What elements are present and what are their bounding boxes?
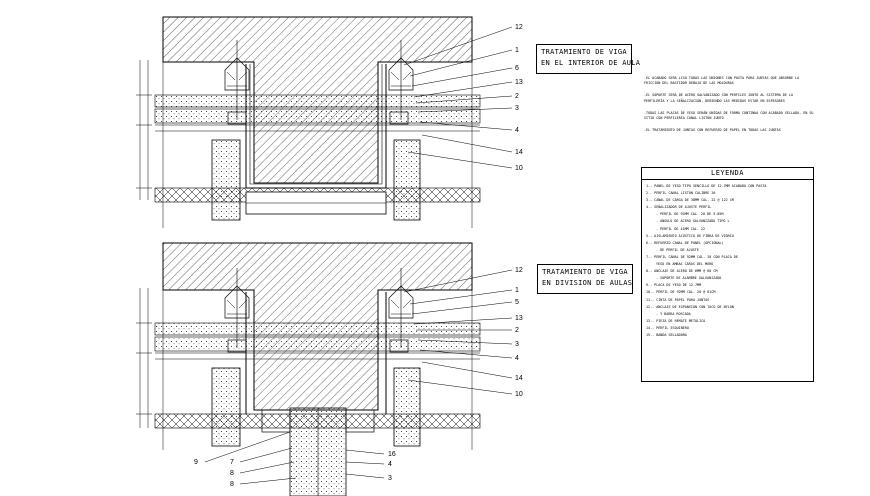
bottom-callout: 16	[388, 451, 396, 458]
legend-item: 5.- AISLAMIENTO ACÚSTICO DE FIBRA DE VID…	[646, 233, 734, 238]
top-title-line1: TRATAMIENTO DE VIGA	[541, 48, 627, 56]
top-callout: 4	[515, 127, 519, 134]
top-hanger-right	[388, 40, 414, 125]
bottom-callout: 13	[515, 315, 523, 322]
bottom-wall-right	[393, 367, 421, 447]
legend-item: 1.- PANEL DE YESO TIPO SENCILLO DE 12.7M…	[646, 184, 767, 188]
top-callout: 1	[515, 47, 519, 54]
legend-item: - Y BARRA ROSCADA	[656, 311, 691, 316]
legend-item: 12.- ANCLAJE DE EXPANSIÓN CON TACO DE NY…	[646, 304, 734, 309]
top-callout: 10	[515, 165, 523, 172]
legend-item: 4.- SEÑALIZADOR DE AJUSTE PERFIL	[646, 205, 712, 210]
bottom-callout: 8	[230, 470, 234, 477]
bottom-callout: 1	[515, 287, 519, 294]
note-item: -EL ACABADO SERÁ LISO TODAS LAS UNIONES …	[644, 76, 800, 86]
top-callout: 2	[515, 93, 519, 100]
legend-item: - PERFIL DE 92MM CAL. 20 DE 3.05M	[656, 212, 724, 217]
bottom-hanger-left	[224, 268, 250, 353]
top-ceiling-layer	[154, 94, 481, 108]
top-title-line2: EN EL INTERIOR DE AULA	[541, 59, 641, 67]
top-hanger-left	[224, 40, 250, 125]
top-callout: 12	[515, 24, 523, 31]
top-detail-title: TRATAMIENTO DE VIGA EN EL INTERIOR DE AU…	[536, 44, 641, 74]
top-wall-left	[211, 139, 241, 221]
top-callout: 3	[515, 105, 519, 112]
legend-item: 13.- PIEZA DE REMATE METÁLICA	[646, 318, 706, 323]
legend-item: - DE PERFIL DE AJUSTE	[656, 247, 699, 252]
top-callout: 6	[515, 65, 519, 72]
bottom-detail-title: TRATAMIENTO DE VIGA EN DIVISION DE AULAS	[537, 264, 633, 294]
top-section: 12 1 6 13 2 3 4 14 10	[136, 16, 523, 228]
bottom-leader-lines	[204, 269, 513, 485]
bottom-callout: 2	[515, 327, 519, 334]
legend-item: 7.- PERFIL CANAL DE 92MM CAL. 20 CON PLA…	[646, 254, 738, 259]
bottom-callout: 5	[515, 299, 519, 306]
legend-item: 6.- REFUERZO CANAL DE PANEL (OPCIONAL)	[646, 240, 724, 245]
bottom-callout: 10	[515, 391, 523, 398]
legend-item: 8.- ANCLAJE DE ACERO DE 6MM @ 60 CM	[646, 269, 718, 274]
bottom-ceiling-layer	[154, 322, 481, 336]
bottom-wall-left	[211, 367, 241, 447]
legend-item: - PERFIL DE 41MM CAL. 22	[656, 226, 705, 231]
bottom-callout: 4	[388, 461, 392, 468]
legend-item: 10.- PERFIL DE 92MM CAL. 20 @ 61CM	[646, 290, 716, 295]
legend-list: 1.- PANEL DE YESO TIPO SENCILLO DE 12.7M…	[642, 180, 813, 339]
bottom-hanger-right	[388, 268, 414, 353]
bottom-title-line1: TRATAMIENTO DE VIGA	[542, 268, 628, 276]
top-callout: 13	[515, 79, 523, 86]
legend-item: 15.- BANDA SELLADORA	[646, 332, 687, 337]
bottom-callout: 4	[515, 355, 519, 362]
top-callouts: 12 1 6 13 2 3 4 14 10	[515, 24, 523, 172]
bottom-callout: 7	[230, 459, 234, 466]
bottom-callout: 12	[515, 267, 523, 274]
note-item: -TODAS LAS PLACAS DE YESO SERÁN UNIDAS D…	[644, 110, 814, 121]
legend-item: YESO EN AMBAS CARAS DEL MURO	[656, 262, 714, 267]
bottom-section: 12 1 5 13 2 3 4 14 10 9 7 8 8 16 4 3	[136, 242, 523, 496]
general-notes: -EL ACABADO SERÁ LISO TODAS LAS UNIONES …	[644, 76, 814, 140]
note-item: -EL TRATAMIENTO DE JUNTAS CON REFUERZO D…	[644, 128, 781, 133]
legend-item: 11.- CINTA DE PAPEL PARA JUNTAS	[646, 297, 710, 302]
bottom-dimension-lines	[136, 243, 473, 450]
bottom-callout: 8	[230, 481, 234, 488]
bottom-callout: 3	[388, 475, 392, 482]
note-item: -EL SOPORTE SERÁ DE ACERO GALVANIZADO CO…	[644, 93, 794, 103]
bottom-title-line2: EN DIVISION DE AULAS	[542, 279, 633, 287]
legend-item: 3.- CANAL DE CARGA DE 38MM CAL. 22 @ 122…	[646, 198, 734, 203]
legend-title: LEYENDA	[642, 168, 813, 180]
legend-item: 2.- PERFIL CANAL LISTÓN CALIBRE 26	[646, 191, 716, 196]
bottom-callout: 3	[515, 341, 519, 348]
legend-item: 14.- PERFIL ESQUINERO	[646, 325, 689, 330]
bottom-callout: 14	[515, 375, 523, 382]
top-wall-right	[393, 139, 421, 221]
bottom-callout: 9	[194, 459, 198, 466]
legend-item: - SOPORTE DE ALAMBRE GALVANIZADO	[656, 276, 722, 281]
legend-item: - ANGULO DE ACERO GALVANIZADO TIPO L	[656, 219, 730, 224]
top-callout: 14	[515, 149, 523, 156]
top-leader-lines	[403, 26, 513, 169]
legend-item: 9.- PLACA DE YESO DE 12.7MM	[646, 283, 702, 288]
bottom-callouts: 12 1 5 13 2 3 4 14 10 9 7 8 8 16 4 3	[194, 267, 523, 488]
top-dimension-lines	[136, 17, 473, 228]
legend-box: LEYENDA 1.- PANEL DE YESO TIPO SENCILLO …	[641, 167, 814, 382]
